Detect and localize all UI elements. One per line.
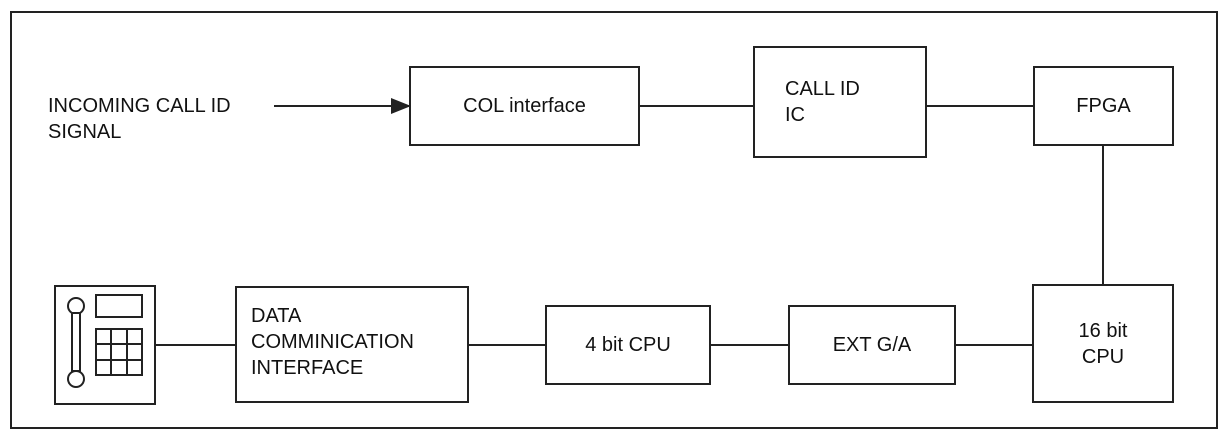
diagram-frame — [10, 11, 1218, 429]
ext-ga-block: EXT G/A — [788, 305, 956, 385]
cpu-4bit-block: 4 bit CPU — [545, 305, 711, 385]
fpga-label: FPGA — [1076, 95, 1131, 117]
fpga-block: FPGA — [1033, 66, 1174, 146]
cpu-16bit-block: 16 bit CPU — [1032, 284, 1174, 403]
col-interface-block: COL interface — [409, 66, 640, 146]
col-interface-label: COL interface — [463, 95, 586, 117]
call-id-ic-block: CALL ID IC — [753, 46, 927, 158]
incoming-call-id-signal-label: INCOMING CALL ID SIGNAL — [48, 95, 231, 143]
data-communication-interface-label: DATA COMMINICATION INTERFACE — [251, 305, 414, 379]
cpu-4bit-label: 4 bit CPU — [585, 334, 671, 356]
data-communication-interface-block: DATA COMMINICATION INTERFACE — [235, 286, 469, 403]
telephone-icon — [54, 285, 156, 405]
ext-ga-label: EXT G/A — [832, 334, 912, 356]
cpu-16bit-label: 16 bit CPU — [1078, 319, 1128, 368]
call-id-ic-label: CALL ID IC — [785, 78, 860, 126]
